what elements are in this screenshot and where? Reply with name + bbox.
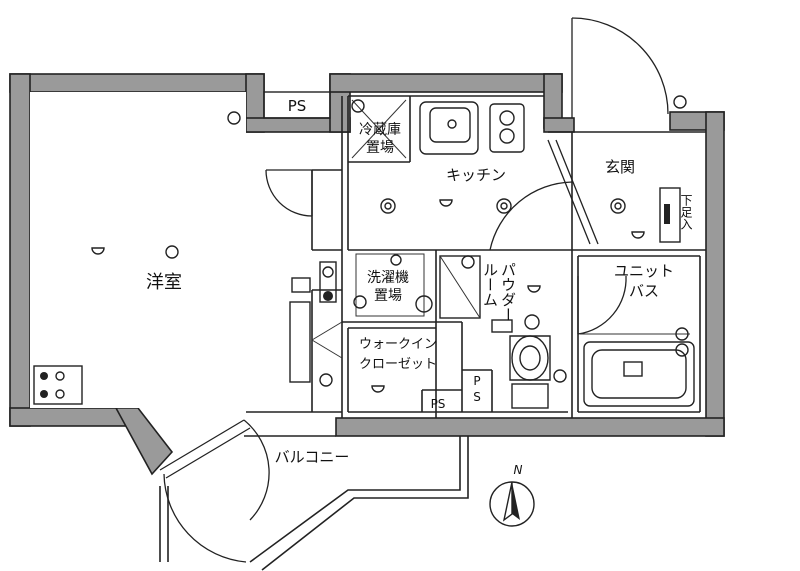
ps-bottom-right-label-p: P: [473, 374, 480, 388]
bath-door: [577, 275, 627, 335]
closet-opening: [311, 321, 343, 359]
ps-box-top: PS: [263, 91, 331, 119]
room-label-closet-2: クローゼット: [359, 357, 437, 372]
kitchen-sink: [419, 101, 479, 155]
room-label-washer-2: 置場: [374, 288, 402, 304]
room-label-balcony: バルコニー: [275, 448, 350, 466]
room-label-unit-bath-1: ユニット: [614, 262, 674, 280]
room-label-entrance: 玄関: [605, 158, 635, 176]
room-label-kitchen: キッチン: [446, 166, 506, 184]
stove: [489, 103, 525, 153]
room-label-washer-1: 洗濯機: [367, 270, 409, 286]
balcony: [159, 435, 469, 571]
room-label-fridge-2: 置場: [366, 140, 394, 156]
ps-box-bottom-left: PS: [431, 397, 446, 411]
north-label: N: [514, 463, 523, 477]
ps-top-label: PS: [288, 97, 307, 115]
room-label-powder-col2: パウダー: [499, 262, 517, 322]
room-label-fridge-1: 冷蔵庫: [359, 121, 401, 138]
north-compass: N: [489, 463, 535, 527]
room-label-unit-bath-2: バス: [629, 282, 659, 300]
kitchen-door: [489, 139, 599, 251]
powder-vanity: [439, 255, 513, 333]
light-fixtures: [165, 198, 626, 330]
entrance-door: [571, 17, 669, 118]
room-label-closet-1: ウォークイン: [359, 337, 437, 352]
wall-outlets: [91, 95, 689, 393]
ps-bottom-left-label: PS: [431, 397, 446, 411]
ps-box-bottom-right: P S: [473, 374, 481, 404]
outer-walls: [9, 73, 725, 476]
shoe-box-label: 下足入: [679, 194, 693, 230]
interior-walls: [246, 95, 706, 418]
room-door: [265, 169, 313, 217]
toilet: [509, 335, 551, 409]
balcony-door: [159, 419, 270, 563]
switch-panel: [33, 365, 83, 405]
intercom-panel: [291, 261, 337, 303]
washer-space: [355, 253, 433, 317]
closet-shelf: [289, 301, 311, 383]
shoe-box: [659, 187, 681, 243]
ps-bottom-right-label-s: S: [473, 390, 481, 404]
room-label-western: 洋室: [146, 272, 182, 293]
bathtub: [580, 333, 695, 407]
room-label-powder-col1: ルーム: [481, 262, 499, 307]
